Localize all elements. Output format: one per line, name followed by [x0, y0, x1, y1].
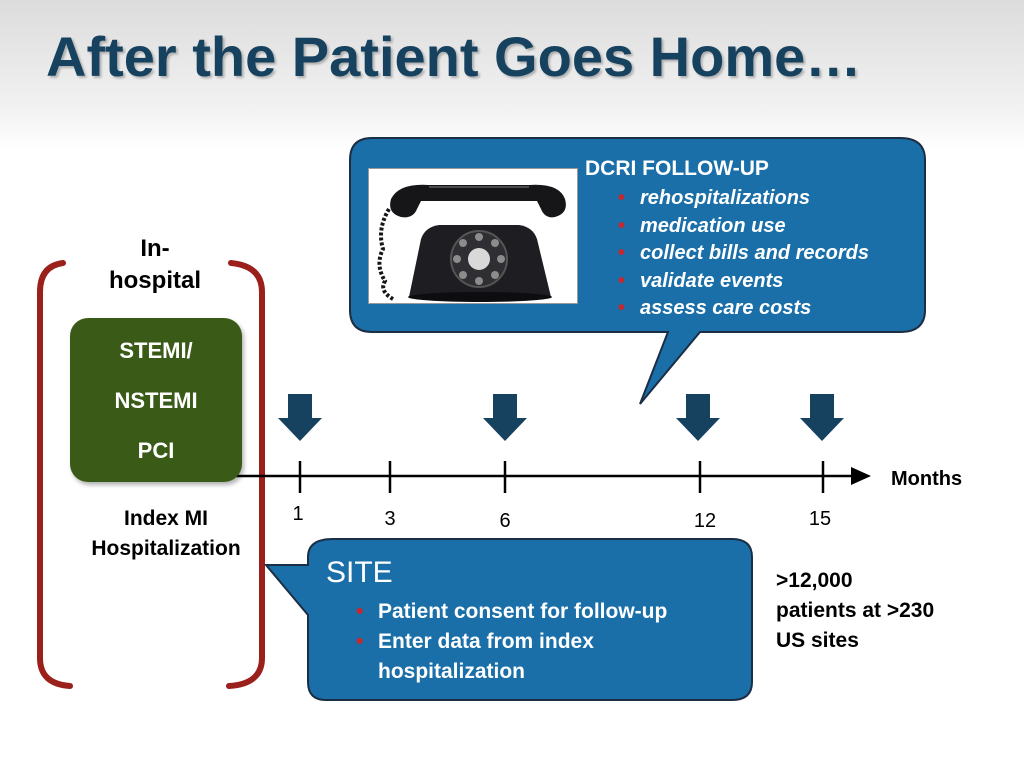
tick-label-15: 15	[808, 508, 832, 530]
down-arrow-icon	[676, 394, 720, 441]
down-arrow-icon	[483, 394, 527, 441]
rotary-telephone-icon	[377, 184, 566, 302]
procedures-box: STEMI/ NSTEMI PCI	[70, 318, 242, 482]
procedure-nstemi: NSTEMI	[114, 388, 198, 413]
bullet-icon: •	[618, 269, 626, 292]
phone-photo	[368, 168, 578, 304]
list-item: •Enter data from index hospitalization	[356, 627, 738, 687]
list-item: •Patient consent for follow-up	[356, 597, 738, 627]
bullet-icon: •	[356, 600, 364, 623]
enrollment-stats: >12,000 patients at >230 US sites	[776, 569, 935, 652]
bullet-icon: •	[356, 630, 364, 653]
list-item: •medication use	[618, 213, 869, 241]
down-arrow-icon	[800, 394, 844, 441]
site-title: SITE	[326, 556, 393, 589]
tick-label-1: 1	[292, 503, 304, 525]
site-task-list: •Patient consent for follow-up •Enter da…	[356, 597, 738, 687]
list-item: •collect bills and records	[618, 240, 869, 268]
dcri-followup-list: •rehospitalizations •medication use •col…	[618, 185, 869, 323]
list-item: •assess care costs	[618, 295, 869, 323]
index-mi-label: Index MI Hospitalization	[91, 507, 241, 560]
timeline-arrowhead	[851, 467, 871, 485]
procedure-pci: PCI	[137, 438, 175, 463]
slide-title: After the Patient Goes Home…	[46, 25, 862, 88]
procedure-stemi: STEMI/	[119, 338, 193, 363]
tick-label-6: 6	[499, 510, 511, 532]
tick-label-3: 3	[384, 508, 396, 530]
bullet-icon: •	[618, 297, 626, 319]
dcri-followup-title: DCRI FOLLOW-UP	[585, 157, 769, 180]
bullet-icon: •	[618, 214, 626, 237]
bullet-icon: •	[618, 187, 626, 209]
in-hospital-label: In- hospital	[108, 235, 201, 294]
list-item: •validate events	[618, 268, 869, 296]
months-axis-label: Months	[891, 468, 963, 490]
list-item: •rehospitalizations	[618, 185, 869, 213]
down-arrow-icon	[278, 394, 322, 441]
left-bracket	[37, 260, 73, 689]
site-callout	[263, 538, 753, 701]
bullet-icon: •	[618, 242, 626, 264]
tick-label-12: 12	[693, 510, 717, 532]
